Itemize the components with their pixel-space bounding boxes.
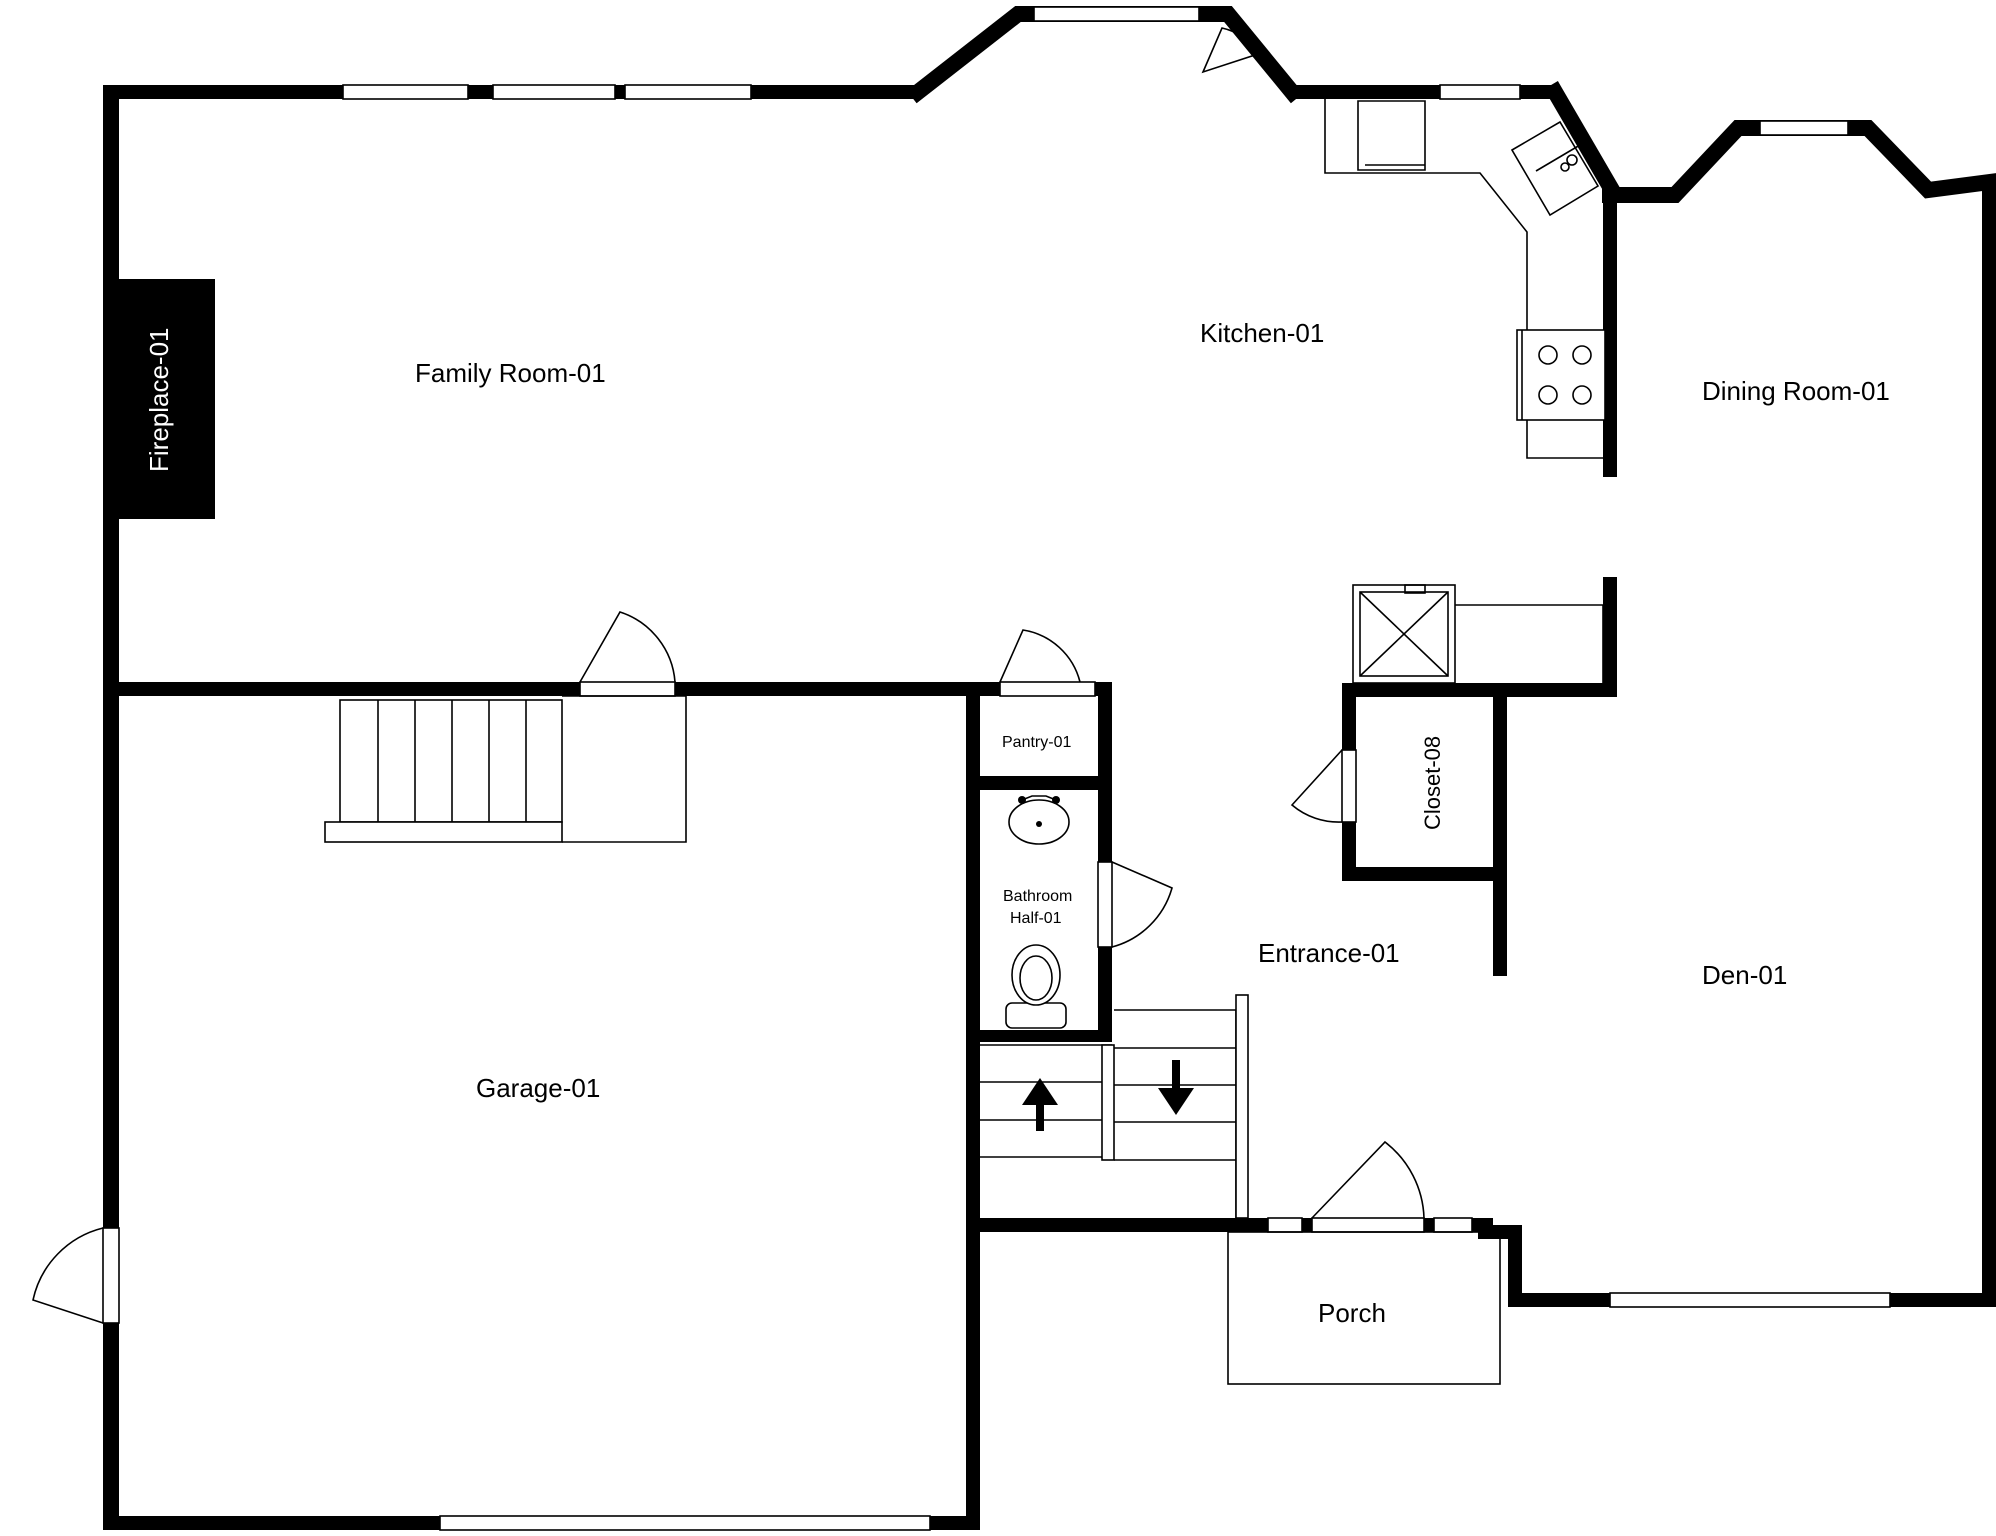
family-room-label: Family Room-01 [415,358,606,388]
garage-label: Garage-01 [476,1073,600,1103]
dining-room-label: Dining Room-01 [1702,376,1890,406]
entrance-label: Entrance-01 [1258,938,1400,968]
porch-outline [1227,1231,1501,1385]
stairs-down-arrow-icon [1158,1088,1194,1115]
fireplace-label: Fireplace-01 [144,327,174,472]
fixtures [103,99,1610,1385]
bathroom-sink [1008,795,1070,845]
garage-steps [324,695,687,843]
bathroom-label-line2: Half-01 [1010,910,1062,927]
entrance-stairs [980,994,1249,1219]
toilet [1005,944,1067,1029]
kitchen-label: Kitchen-01 [1200,318,1324,348]
den-label: Den-01 [1702,960,1787,990]
pantry-label: Pantry-01 [1002,734,1071,751]
room-labels: Family Room-01 Kitchen-01 Dining Room-01… [144,318,1890,1328]
windows [342,6,1891,1531]
doors [32,27,1425,1324]
bathroom-label-line1: Bathroom [1003,888,1072,905]
kitchen-sink [1510,120,1600,217]
porch-label: Porch [1318,1298,1386,1328]
stairs-up-arrow-icon [1022,1078,1058,1105]
closet-label: Closet-08 [1420,736,1445,830]
refrigerator [1352,584,1456,684]
fireplace [103,279,215,519]
cooktop [1516,329,1606,421]
